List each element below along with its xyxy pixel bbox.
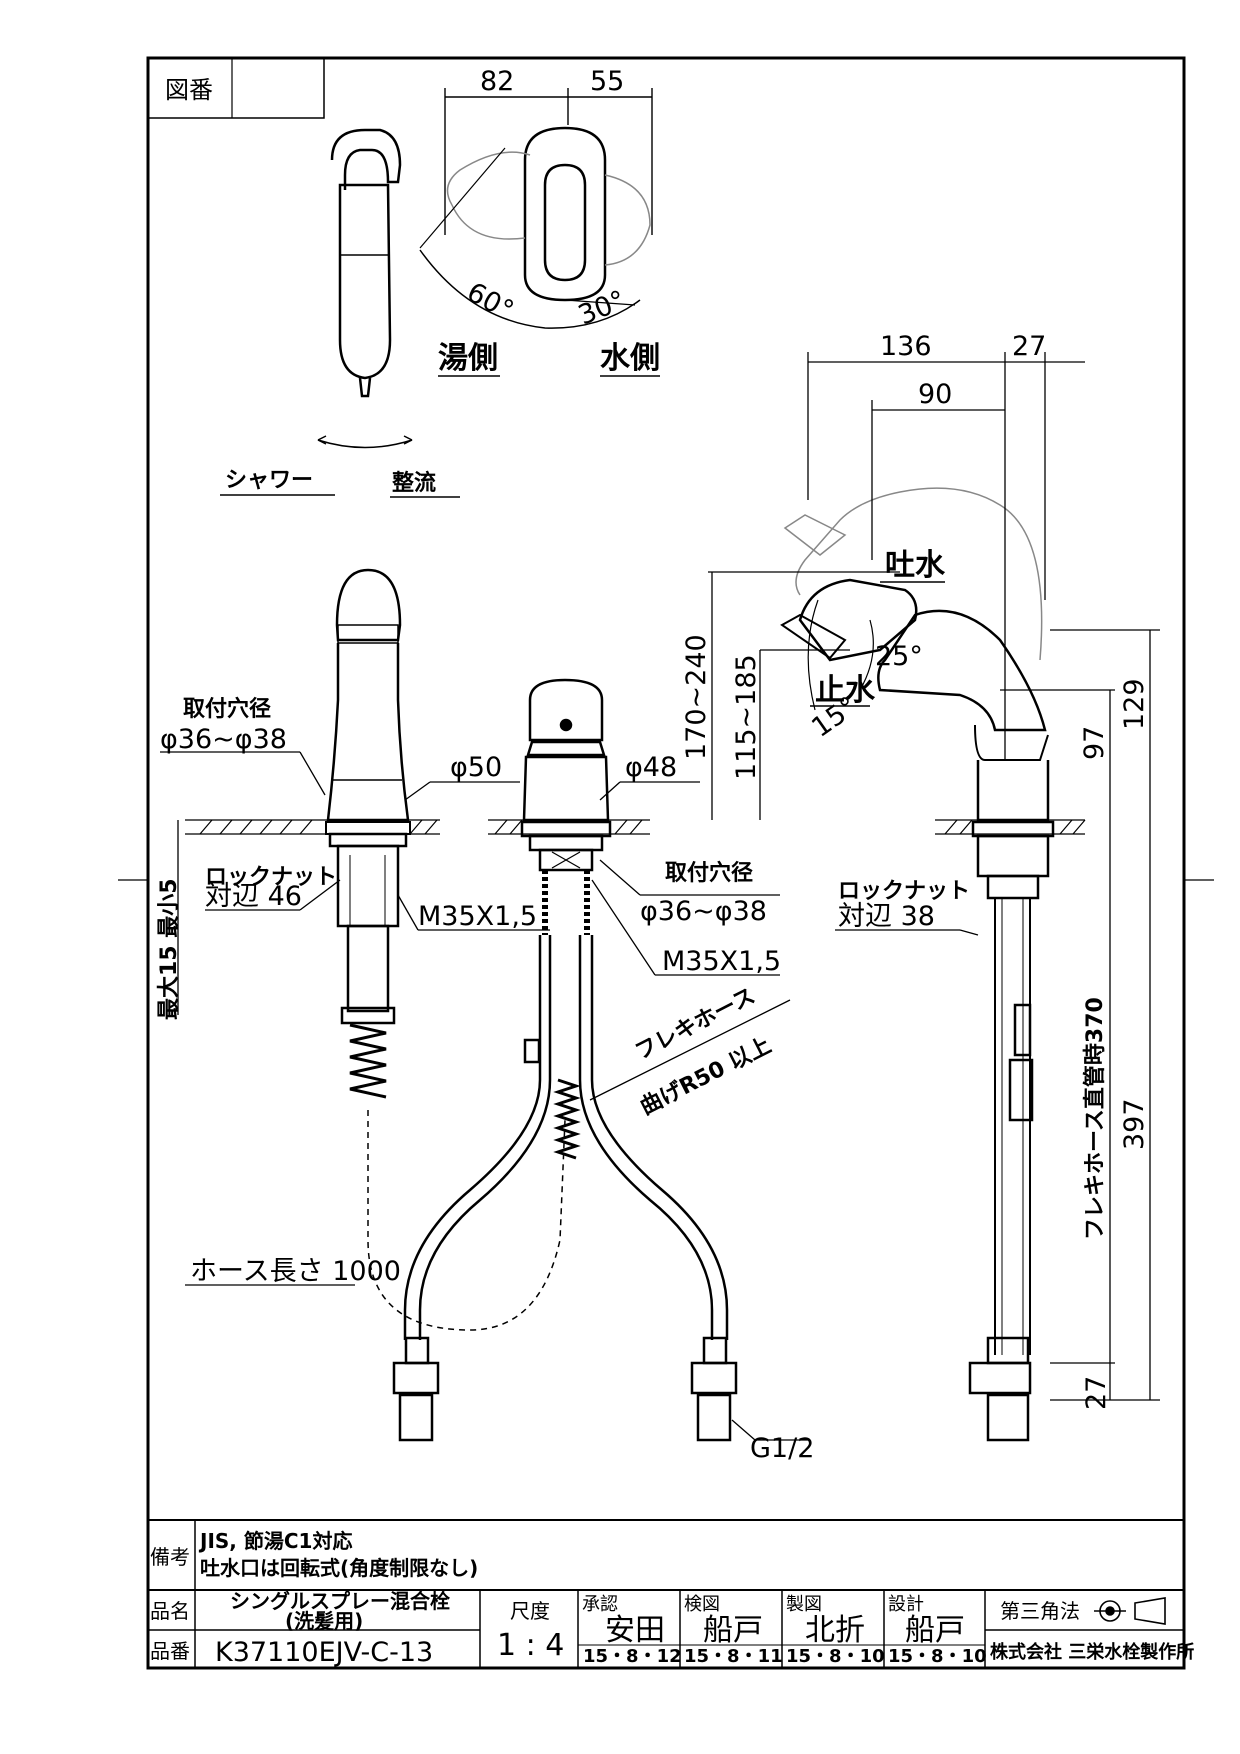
front-faucet-body (392, 678, 738, 1442)
front-hole-dia: φ36~φ38 (640, 896, 767, 927)
hose-length: ホース長さ 1000 (190, 1256, 401, 1287)
dim-55: 55 (590, 66, 624, 97)
dim-90: 90 (918, 379, 952, 410)
right-faucet-body (780, 487, 1055, 1442)
design-date: 15・8・10 (888, 1646, 987, 1667)
straight-label: 整流 (392, 470, 436, 496)
scale-value: 1 : 4 (497, 1628, 564, 1663)
dim-129: 129 (1119, 678, 1150, 730)
spout-small-view (317, 128, 413, 449)
dia-50: φ50 (450, 752, 502, 783)
draw-label: 製図 (786, 1594, 822, 1615)
check-date: 15・8・11 (684, 1646, 783, 1667)
left-locknut: ロックナット (205, 865, 337, 890)
dia-48: φ48 (625, 752, 677, 783)
dim-97: 97 (1079, 726, 1110, 760)
drawing-number-box: 図番 (147, 57, 325, 119)
left-locknut-size: 対辺 46 (205, 881, 302, 912)
thickness-range: 最大15 最小5 (157, 878, 182, 1020)
projection-label: 第三角法 (1000, 1599, 1080, 1623)
draw-name: 北折 (805, 1613, 865, 1648)
dim-27-bottom: 27 (1081, 1376, 1112, 1410)
dim-82: 82 (480, 66, 514, 97)
dim-136: 136 (880, 331, 932, 362)
approve-name: 安田 (605, 1613, 665, 1648)
front-dim-lines (589, 781, 810, 1441)
product-name-line2: (洗髪用) (285, 1609, 363, 1633)
counter-right (935, 819, 1086, 835)
number-label: 品番 (150, 1639, 190, 1663)
scale-label: 尺度 (510, 1599, 550, 1623)
company-name: 株式会社 三栄水栓製作所 (990, 1641, 1194, 1663)
dim-27-top: 27 (1012, 331, 1046, 362)
right-locknut: ロックナット (838, 879, 970, 904)
counter-left (185, 819, 440, 835)
title-block (148, 1590, 1184, 1668)
left-dim-lines (160, 751, 550, 1286)
product-number: K37110EJV-C-13 (215, 1637, 433, 1668)
straight-length: フレキホース直管時370 (1082, 997, 1108, 1240)
design-name: 船戸 (905, 1613, 965, 1648)
notes-label: 備考 (150, 1545, 190, 1569)
angle-30: 30° (574, 285, 630, 332)
shower-label: シャワー (225, 468, 313, 493)
handle-top-view (419, 126, 651, 329)
height-115-185: 115~185 (731, 654, 762, 780)
name-label: 品名 (150, 1599, 190, 1623)
spout-on-label: 吐水 (885, 548, 946, 583)
zuban-label: 図番 (165, 76, 213, 104)
left-thread: M35X1,5 (418, 901, 537, 932)
notes-line1: JIS, 節湯C1対応 (198, 1529, 352, 1553)
hot-side-label: 湯側 (438, 341, 498, 376)
angle-25: 25° (875, 641, 923, 672)
spout-off-label: 止水 (815, 673, 876, 708)
notes-block: 備考 JIS, 節湯C1対応 吐水口は回転式(角度制限なし) (148, 1519, 1184, 1668)
third-angle-projection-icon (1094, 1597, 1166, 1625)
left-hole-dia-title: 取付穴径 (183, 696, 271, 722)
counter-front (488, 819, 650, 835)
check-name: 船戸 (703, 1613, 763, 1648)
approve-label: 承認 (582, 1594, 618, 1615)
left-hole-dia: φ36~φ38 (160, 724, 287, 755)
approve-date: 15・8・12 (583, 1646, 682, 1667)
front-hole-dia-title: 取付穴径 (665, 860, 753, 886)
dim-397: 397 (1119, 1098, 1150, 1150)
front-thread: M35X1,5 (662, 946, 781, 977)
inlet-size: G1/2 (750, 1433, 814, 1464)
top-dimensions (444, 88, 653, 235)
check-label: 検図 (684, 1594, 720, 1615)
right-locknut-size: 対辺 38 (838, 901, 935, 932)
design-label: 設計 (888, 1594, 924, 1615)
drawing-frame (146, 56, 1186, 1670)
height-170-240: 170~240 (681, 634, 712, 760)
product-name-line1: シングルスプレー混合栓 (230, 1589, 450, 1613)
angle-60: 60° (462, 277, 519, 327)
notes-line2: 吐水口は回転式(角度制限なし) (200, 1556, 478, 1580)
draw-date: 15・8・10 (786, 1646, 885, 1667)
left-faucet-body (325, 568, 566, 1331)
right-dim-lines (708, 352, 1160, 1401)
cold-side-label: 水側 (600, 341, 660, 376)
